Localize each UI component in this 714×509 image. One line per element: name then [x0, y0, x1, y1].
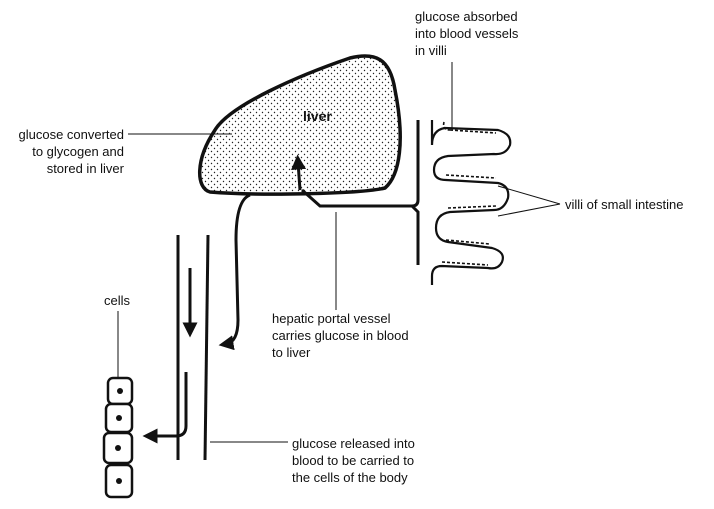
blood-vessel: [176, 234, 210, 461]
villi-shape: [430, 120, 512, 285]
blood-to-cells-arrow: [142, 372, 188, 444]
glucose-into-liver-arrow: [291, 154, 307, 191]
converted-label: glucose converted to glycogen and stored…: [18, 127, 124, 176]
villi-label: villi of small intestine: [565, 197, 684, 212]
liver-shape: [197, 54, 402, 196]
liver-to-blood-arrow: [218, 193, 251, 351]
portal-vessel-label: hepatic portal vessel carries glucose in…: [272, 311, 409, 360]
liver-label: liver: [303, 108, 332, 124]
absorbed-label: glucose absorbed into blood vessels in v…: [415, 9, 519, 58]
cells-label: cells: [104, 293, 131, 308]
released-label: glucose released into blood to be carrie…: [292, 436, 415, 485]
